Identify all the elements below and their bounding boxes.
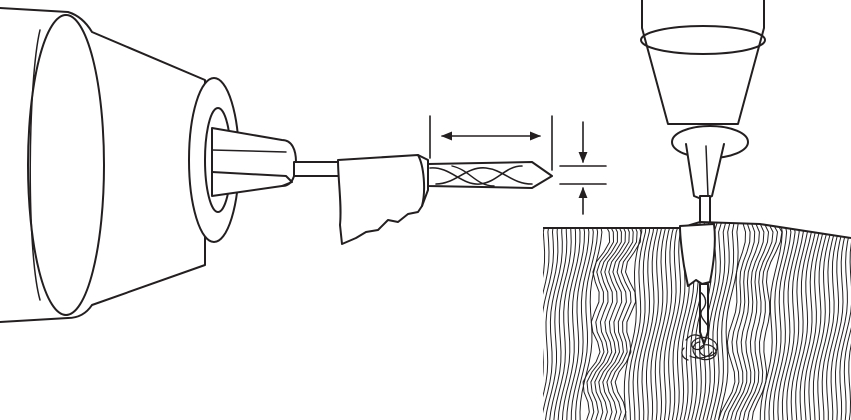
wood-grain-line <box>543 222 546 420</box>
wood-grain-line <box>637 222 655 420</box>
wood-grain-line <box>721 222 751 420</box>
wood-grain-line <box>614 222 642 420</box>
wood-grain-line <box>543 222 559 420</box>
bit-flute-3 <box>451 165 495 187</box>
bit-flute-1 <box>429 165 523 185</box>
wood-grain-line <box>553 222 577 420</box>
wood-grain-line <box>742 222 774 420</box>
wood-stop-block <box>337 154 426 245</box>
wood-grain-line <box>602 222 630 420</box>
wood-grain-line <box>659 222 676 420</box>
wood-grain-line <box>582 222 611 420</box>
wood-grain-line <box>705 222 727 420</box>
wood-grain-line <box>795 222 816 420</box>
wood-grain-line <box>521 222 541 420</box>
wood-grain-line <box>543 222 563 420</box>
wood-grain-line <box>768 222 792 420</box>
wood-grain-line <box>790 222 812 420</box>
vertical-bit-flute <box>699 291 709 327</box>
wood-grain-line <box>772 222 796 420</box>
wood-grain-line <box>821 222 840 420</box>
wood-grain-line <box>830 222 849 420</box>
wood-grain-line <box>733 222 765 420</box>
wood-grain-line <box>803 222 824 420</box>
wood-grain-line <box>746 222 779 420</box>
wood-board <box>502 220 851 420</box>
wood-grain-line <box>729 222 760 420</box>
wood-grain-line <box>514 222 533 420</box>
vertical-chuck-jaws <box>685 143 725 201</box>
wood-grain-line <box>702 222 723 420</box>
vertical-jaw-slot <box>705 145 709 197</box>
wood-grain-line <box>808 222 828 420</box>
wood-grain-line <box>590 222 618 420</box>
wood-grain-line <box>632 222 651 420</box>
wood-top-edge <box>543 220 851 239</box>
wood-grain-line <box>570 222 594 420</box>
wood-grain-line <box>517 222 536 420</box>
wood-grain-line <box>713 222 735 420</box>
wood-grain-line <box>650 222 668 420</box>
bit-shank <box>293 161 345 177</box>
wood-grain-line <box>848 222 851 420</box>
wood-grain-line <box>781 222 804 420</box>
wood-grain-line <box>839 222 851 420</box>
wood-grain-line <box>628 222 647 420</box>
jaw-slot-upper <box>211 149 287 153</box>
wood-grain-line <box>543 222 555 420</box>
jaw-slot <box>211 171 293 187</box>
wood-grain-line <box>575 222 599 420</box>
wood-grain-line <box>543 222 550 420</box>
wood-grain-line <box>510 222 529 420</box>
wood-grain-line <box>502 222 520 420</box>
wood-grain-line <box>566 222 590 420</box>
wood-grain-line <box>817 222 836 420</box>
wood-grain-line <box>834 222 851 420</box>
wood-grain-line <box>738 222 770 420</box>
wood-grain-line <box>799 222 820 420</box>
wood-grain-line <box>557 222 581 420</box>
wood-grain-line <box>717 222 739 420</box>
wood-grain-line <box>667 222 685 420</box>
vertical-stop-block <box>679 223 716 287</box>
wood-grain-line <box>623 222 643 420</box>
bit-flute-2 <box>435 167 533 185</box>
wood-grain-line <box>717 222 747 420</box>
drill-front-rim <box>27 14 105 316</box>
wood-grain-line <box>641 222 660 420</box>
vertical-chuck-body <box>641 0 765 125</box>
wood-grain-line <box>654 222 672 420</box>
wood-grain-line <box>506 222 524 420</box>
wood-grain-line <box>786 222 808 420</box>
wood-grain-line <box>606 222 634 420</box>
wood-shavings <box>681 334 718 361</box>
wood-grain-line <box>610 222 638 420</box>
wood-grain-line <box>646 222 664 420</box>
wood-grain-line <box>548 222 572 420</box>
wood-grain-line <box>826 222 844 420</box>
wood-grain-line <box>764 222 788 420</box>
wood-grain-line <box>725 222 756 420</box>
wood-grain-line <box>663 222 681 420</box>
wood-grain-line <box>598 222 626 420</box>
wood-grain-line <box>586 222 615 420</box>
wood-grain-line <box>759 222 783 420</box>
wood-grain-line <box>561 222 586 420</box>
vertical-chuck-rim <box>640 25 766 55</box>
wood-grain-line <box>709 222 731 420</box>
drill-body-highlight <box>29 29 41 301</box>
wood-grain-line <box>843 222 851 420</box>
wood-grain-line <box>544 222 568 420</box>
wood-grain-line <box>812 222 832 420</box>
wood-grain-line <box>777 222 800 420</box>
bit-tip <box>427 161 553 189</box>
wood-grain-line <box>594 222 622 420</box>
